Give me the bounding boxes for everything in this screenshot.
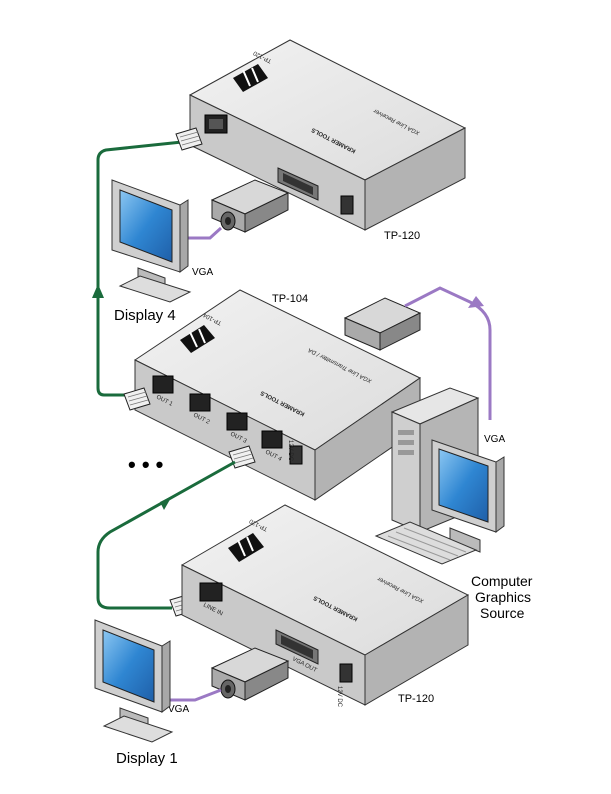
arrow-down-left [160, 496, 172, 510]
display-label-top: Display 4 [114, 307, 176, 324]
kramer-logo [180, 325, 215, 353]
model-label: TP-120 [384, 230, 420, 242]
power-label: 12V DC [287, 440, 293, 462]
vga-port[interactable] [277, 167, 319, 201]
monitor-display-1 [94, 619, 174, 743]
vga-label-top: VGA [192, 267, 213, 278]
out-3-port[interactable] [226, 412, 248, 431]
vga-connector-bottom [210, 647, 290, 701]
power-jack[interactable] [289, 445, 303, 465]
model-label: TP-104 [272, 293, 308, 305]
model-label: TP-120 [398, 693, 434, 705]
power-label: 12V DC [336, 686, 342, 708]
arrow-up [92, 284, 104, 298]
power-jack[interactable] [339, 663, 353, 683]
kramer-logo [233, 64, 268, 92]
vga-label-source: VGA [484, 434, 505, 445]
computer-monitor [431, 439, 505, 553]
source-label-line3: Source [480, 605, 525, 621]
cat5-cable-bottom [96, 460, 236, 610]
vga-cable-source [404, 286, 492, 420]
out-2-port[interactable] [189, 393, 211, 412]
top-receiver: TP-120 KRAMER TOOLS XGA Line Receiver TP… [188, 39, 467, 242]
source-label-line2: Graphics [475, 589, 531, 605]
monitor-display-4 [111, 179, 192, 303]
transmitter-device: TP-104 KRAMER TOOLS XGA Line Transmitter… [134, 289, 421, 501]
out-1-port[interactable] [152, 375, 174, 394]
vga-connector [210, 179, 290, 233]
vga-connector-source [343, 297, 422, 351]
line-in-port[interactable] [199, 582, 223, 602]
display-label-bottom: Display 1 [116, 750, 178, 767]
out-4-port[interactable] [261, 430, 283, 449]
bottom-receiver: TP-120 KRAMER TOOLS XGA Line Receiver LI… [180, 504, 470, 708]
cat5-plug-out-1 [123, 387, 151, 411]
kramer-logo [228, 533, 264, 562]
vga-label-bottom: VGA [168, 704, 189, 715]
source-label-line1: Computer [471, 573, 533, 589]
power-jack[interactable] [340, 195, 354, 215]
vga-cable-top [185, 226, 223, 240]
arrow-source [468, 296, 484, 308]
more-outputs-ellipsis: • • • [128, 452, 163, 477]
keyboard [374, 521, 478, 565]
vga-out-port[interactable] [275, 629, 319, 665]
cat5-cable-top [96, 140, 183, 397]
cat5-plug-top [175, 127, 203, 151]
vga-cable-bottom [168, 688, 222, 702]
